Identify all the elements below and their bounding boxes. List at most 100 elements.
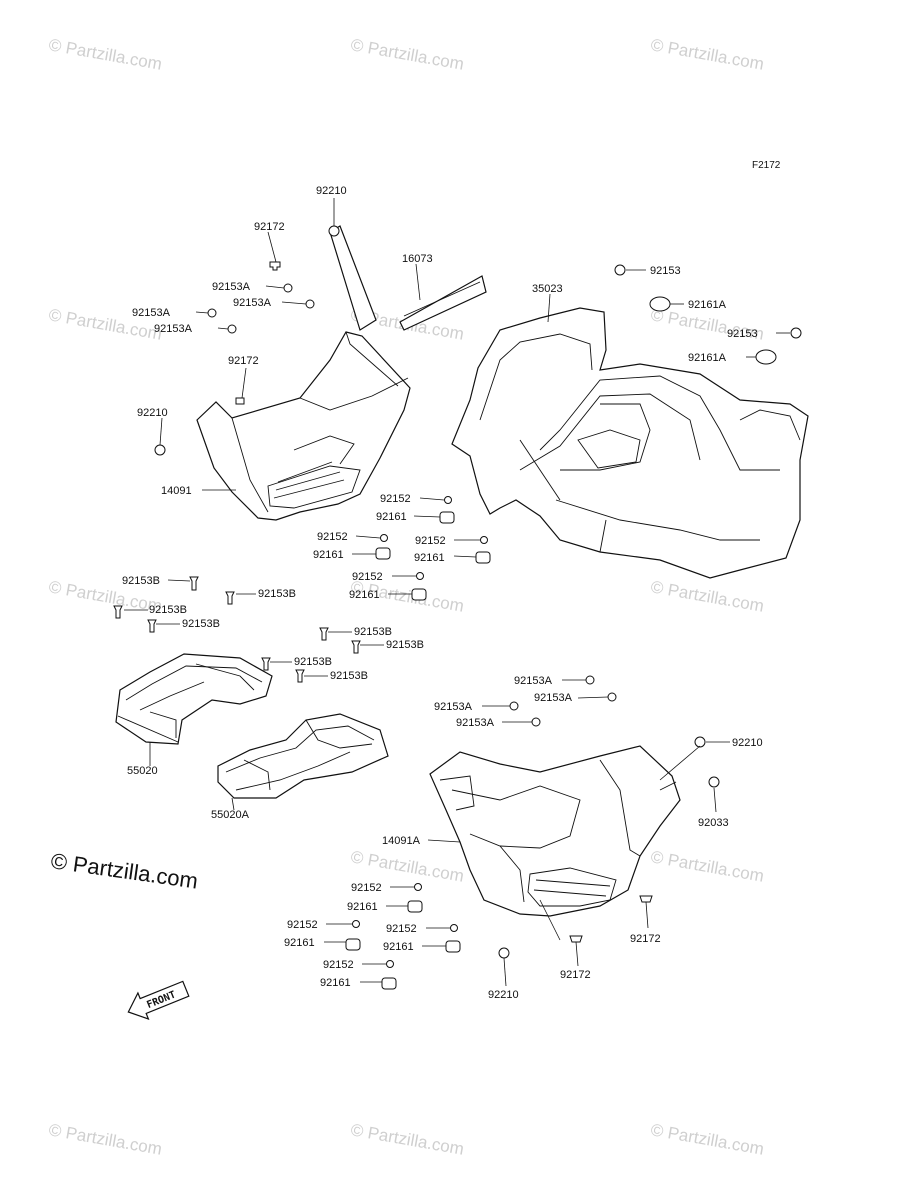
clip-92152 — [444, 496, 452, 504]
clip-92152 — [480, 536, 488, 544]
callout-label: 92161 — [284, 937, 315, 949]
screw-92153a — [227, 324, 237, 334]
callout-label: 92172 — [560, 969, 591, 981]
callout-label: 92153B — [330, 670, 368, 682]
grommet-92161 — [439, 511, 455, 524]
callout-label: 92210 — [137, 407, 168, 419]
callout-labels: 92210 92172 16073 92153 35023 92153A 921… — [122, 185, 763, 1001]
callout-label: 92153A — [154, 323, 193, 335]
callout-label: 35023 — [532, 283, 563, 295]
clip-92152 — [352, 920, 360, 928]
callout-label: 92152 — [287, 919, 318, 931]
clip-92152 — [380, 534, 388, 542]
front-arrow-shape — [127, 980, 190, 1020]
callout-label: 92152 — [380, 493, 411, 505]
callout-label: 14091A — [382, 835, 421, 847]
callout-label: 92033 — [698, 817, 729, 829]
callout-label: 92210 — [488, 989, 519, 1001]
part-55020-footrest — [115, 653, 273, 745]
grommet-92161 — [345, 938, 361, 951]
screw-92153a — [585, 675, 595, 685]
partzilla-logo: © Partzilla.com — [49, 848, 199, 893]
bolt-92153b — [351, 640, 361, 654]
callout-label: 16073 — [402, 253, 433, 265]
callout-label: 92172 — [630, 933, 661, 945]
callout-label: 92153A — [132, 307, 171, 319]
callout-label: 92152 — [351, 882, 382, 894]
callout-label: 92152 — [317, 531, 348, 543]
clip-92210 — [498, 947, 510, 959]
clip-92210 — [328, 225, 340, 237]
screw-92153 — [790, 327, 802, 339]
watermark-text: © Partzilla.com — [649, 1120, 765, 1159]
grommet-92161 — [375, 547, 391, 560]
screw-92153a — [207, 308, 217, 318]
figure-code: F2172 — [752, 160, 781, 171]
hardware — [113, 225, 802, 990]
watermark-text: © Partzilla.com — [649, 577, 765, 616]
callout-label: 92153A — [514, 675, 553, 687]
bolt-92172 — [569, 935, 583, 943]
bolt-92172 — [235, 397, 245, 405]
callout-label: 14091 — [161, 485, 192, 497]
callout-label: 92152 — [352, 571, 383, 583]
callout-label: 92152 — [323, 959, 354, 971]
callout-label: 92153B — [354, 626, 392, 638]
callout-label: 92153B — [182, 618, 220, 630]
callout-label: 92172 — [254, 221, 285, 233]
clip-92210 — [694, 736, 706, 748]
watermark-text: © Partzilla.com — [349, 847, 465, 886]
part-14091-front-fender — [196, 225, 411, 521]
watermarks: © Partzilla.com © Partzilla.com © Partzi… — [47, 35, 765, 1159]
callout-label: 92153A — [233, 297, 272, 309]
callout-label: 92153A — [434, 701, 473, 713]
callout-label: 92161A — [688, 352, 727, 364]
callout-label: 92152 — [386, 923, 417, 935]
callout-label: 92153 — [727, 328, 758, 340]
part-14091a-fender — [429, 745, 681, 917]
watermark-text: © Partzilla.com — [349, 1120, 465, 1159]
callout-label: 92161 — [414, 552, 445, 564]
screw-92153a — [305, 299, 315, 309]
callout-label: 92153A — [456, 717, 495, 729]
part-16073-strip — [399, 275, 487, 331]
callout-label: 92161 — [320, 977, 351, 989]
leader-lines — [124, 198, 790, 987]
clip-92152 — [414, 883, 422, 891]
callout-label: 92172 — [228, 355, 259, 367]
callout-label: 92161 — [376, 511, 407, 523]
callout-label: 55020 — [127, 765, 158, 777]
clip-92210 — [154, 444, 166, 456]
screw-92153 — [614, 264, 626, 276]
front-arrow: FRONT — [127, 980, 190, 1020]
bolt-92153b — [189, 576, 199, 591]
callout-label: 92210 — [732, 737, 763, 749]
callout-label: 92153B — [386, 639, 424, 651]
clip-92152 — [450, 924, 458, 932]
callout-label: 92153A — [534, 692, 573, 704]
screw-92153a — [531, 717, 541, 727]
callout-label: 92153 — [650, 265, 681, 277]
bolt-92153b — [147, 619, 157, 633]
callout-label: 92153B — [258, 588, 296, 600]
callout-label: 92161 — [383, 941, 414, 953]
bolt-92172 — [639, 895, 653, 903]
grommet-92161 — [445, 940, 461, 953]
callout-label: 92153B — [294, 656, 332, 668]
callout-label: 92153B — [149, 604, 187, 616]
bolt-92153b — [225, 591, 235, 605]
callout-label: 92153A — [212, 281, 251, 293]
callout-label: 92152 — [415, 535, 446, 547]
screw-92153a — [607, 692, 617, 702]
screw-92153a — [509, 701, 519, 711]
part-35023-rear-fender — [451, 307, 809, 579]
watermark-text: © Partzilla.com — [649, 35, 765, 74]
grommet-92161 — [475, 551, 491, 564]
clip-92152 — [386, 960, 394, 968]
grommet-92161 — [411, 588, 427, 601]
watermark-text: © Partzilla.com — [649, 847, 765, 886]
grommet-92161 — [407, 900, 423, 913]
watermark-text: © Partzilla.com — [47, 1120, 163, 1159]
screw-92153a — [283, 283, 293, 293]
